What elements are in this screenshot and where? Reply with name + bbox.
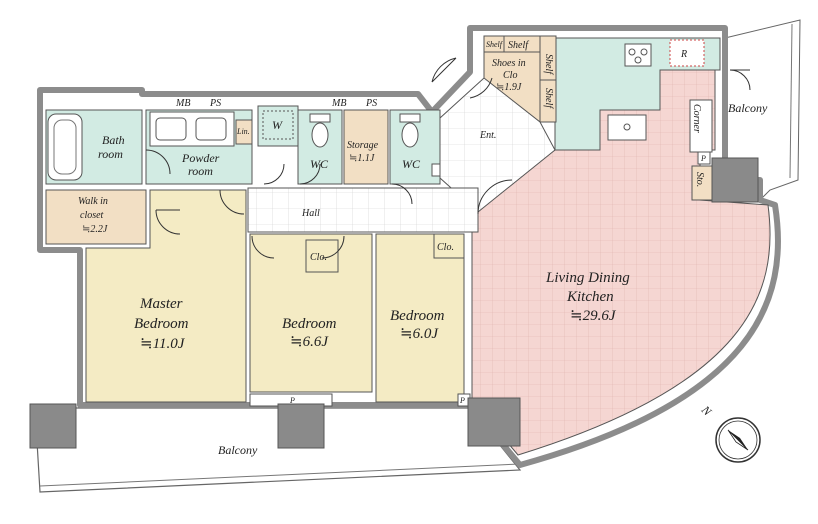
- ldk-label-2: Kitchen: [566, 289, 614, 305]
- walkin-label-3: ≒2.2J: [82, 224, 108, 235]
- walkin-door: [155, 209, 181, 235]
- kitchen-sink: [607, 114, 647, 141]
- pipe-label-2: P: [459, 396, 465, 405]
- powder-label-1: Powder: [181, 151, 220, 165]
- shoes-label-2: Clo: [503, 70, 517, 81]
- pipe-label-3: P: [700, 154, 706, 163]
- wc-2-label: WC: [402, 157, 421, 171]
- powder-door: [263, 163, 285, 185]
- sto-label: Sto.: [694, 172, 705, 187]
- storage-label-1: Storage: [347, 140, 379, 151]
- corner-label: Corner: [691, 104, 702, 133]
- entrance-label: Ent.: [479, 130, 496, 141]
- pipe-label-1: P: [289, 396, 295, 405]
- ldk-label-1: Living Dining: [545, 270, 630, 286]
- bath-door: [145, 149, 171, 175]
- balcony-bottom-label: Balcony: [218, 443, 258, 457]
- bedroom-2-door: [321, 235, 345, 259]
- compass: [715, 417, 761, 463]
- shelf-label-4: Shelf: [543, 88, 554, 109]
- shelf-label-1: Shelf: [486, 40, 504, 49]
- ldk-door: [477, 179, 513, 215]
- ps-label-1: PS: [209, 98, 221, 109]
- vanity: [149, 111, 235, 147]
- shoes-label-3: ≒1.9J: [496, 82, 522, 93]
- washer-label: W: [272, 118, 283, 132]
- storage-room: [343, 109, 389, 185]
- column-1: [29, 403, 77, 449]
- bedroom-2-label-1: Bedroom: [390, 308, 445, 324]
- column-2: [277, 403, 325, 449]
- shoes-label-1: Shoes in: [492, 58, 526, 69]
- bedroom-1-label-2: ≒6.6J: [290, 334, 329, 350]
- master-label-3: ≒11.0J: [140, 336, 186, 352]
- refrigerator-label: R: [680, 49, 687, 60]
- closet-1-label: Clo.: [310, 252, 327, 263]
- mb-label-2: MB: [331, 98, 346, 109]
- closet-2-label: Clo.: [437, 242, 454, 253]
- column-3: [467, 397, 521, 447]
- ldk-label-3: ≒29.6J: [570, 308, 617, 324]
- hall-floor: [247, 187, 479, 233]
- linen-label: Lin.: [236, 127, 250, 136]
- bathtub: [47, 113, 83, 181]
- wc-1-door: [299, 163, 321, 185]
- entrance-door: [431, 57, 457, 83]
- bedroom-1-door: [251, 235, 275, 259]
- bedroom-2: [375, 233, 465, 403]
- mb-label-1: MB: [175, 98, 190, 109]
- bedroom-2-label-2: ≒6.0J: [400, 326, 439, 342]
- hall-label: Hall: [301, 208, 320, 219]
- balcony-right-door: [729, 69, 751, 91]
- walkin-label-1: Walk in: [78, 196, 108, 207]
- bath-label-1: Bath: [102, 133, 125, 147]
- walkin-closet: [45, 189, 147, 245]
- powder-label-2: room: [188, 164, 213, 178]
- refrigerator-space: [669, 39, 705, 67]
- master-door: [219, 189, 245, 215]
- wc-1-label: WC: [310, 157, 329, 171]
- shelf-label-2: Shelf: [508, 40, 529, 51]
- shelf-label-3: Shelf: [543, 54, 554, 75]
- walkin-label-2: closet: [80, 210, 104, 221]
- bath-label-2: room: [98, 147, 123, 161]
- outer-wall: [37, 25, 781, 468]
- wc-2-door: [391, 183, 413, 205]
- ps-label-2: PS: [365, 98, 377, 109]
- storage-label-2: ≒1.1J: [349, 153, 375, 164]
- compass-north-label: N: [698, 402, 715, 419]
- ldk-floor: [471, 59, 771, 456]
- master-label-1: Master: [139, 296, 183, 312]
- column-4: [711, 157, 759, 203]
- bedroom-1-label-1: Bedroom: [282, 316, 337, 332]
- master-label-2: Bedroom: [134, 316, 189, 332]
- master-bedroom: [85, 189, 247, 403]
- balcony-right-label: Balcony: [728, 101, 768, 115]
